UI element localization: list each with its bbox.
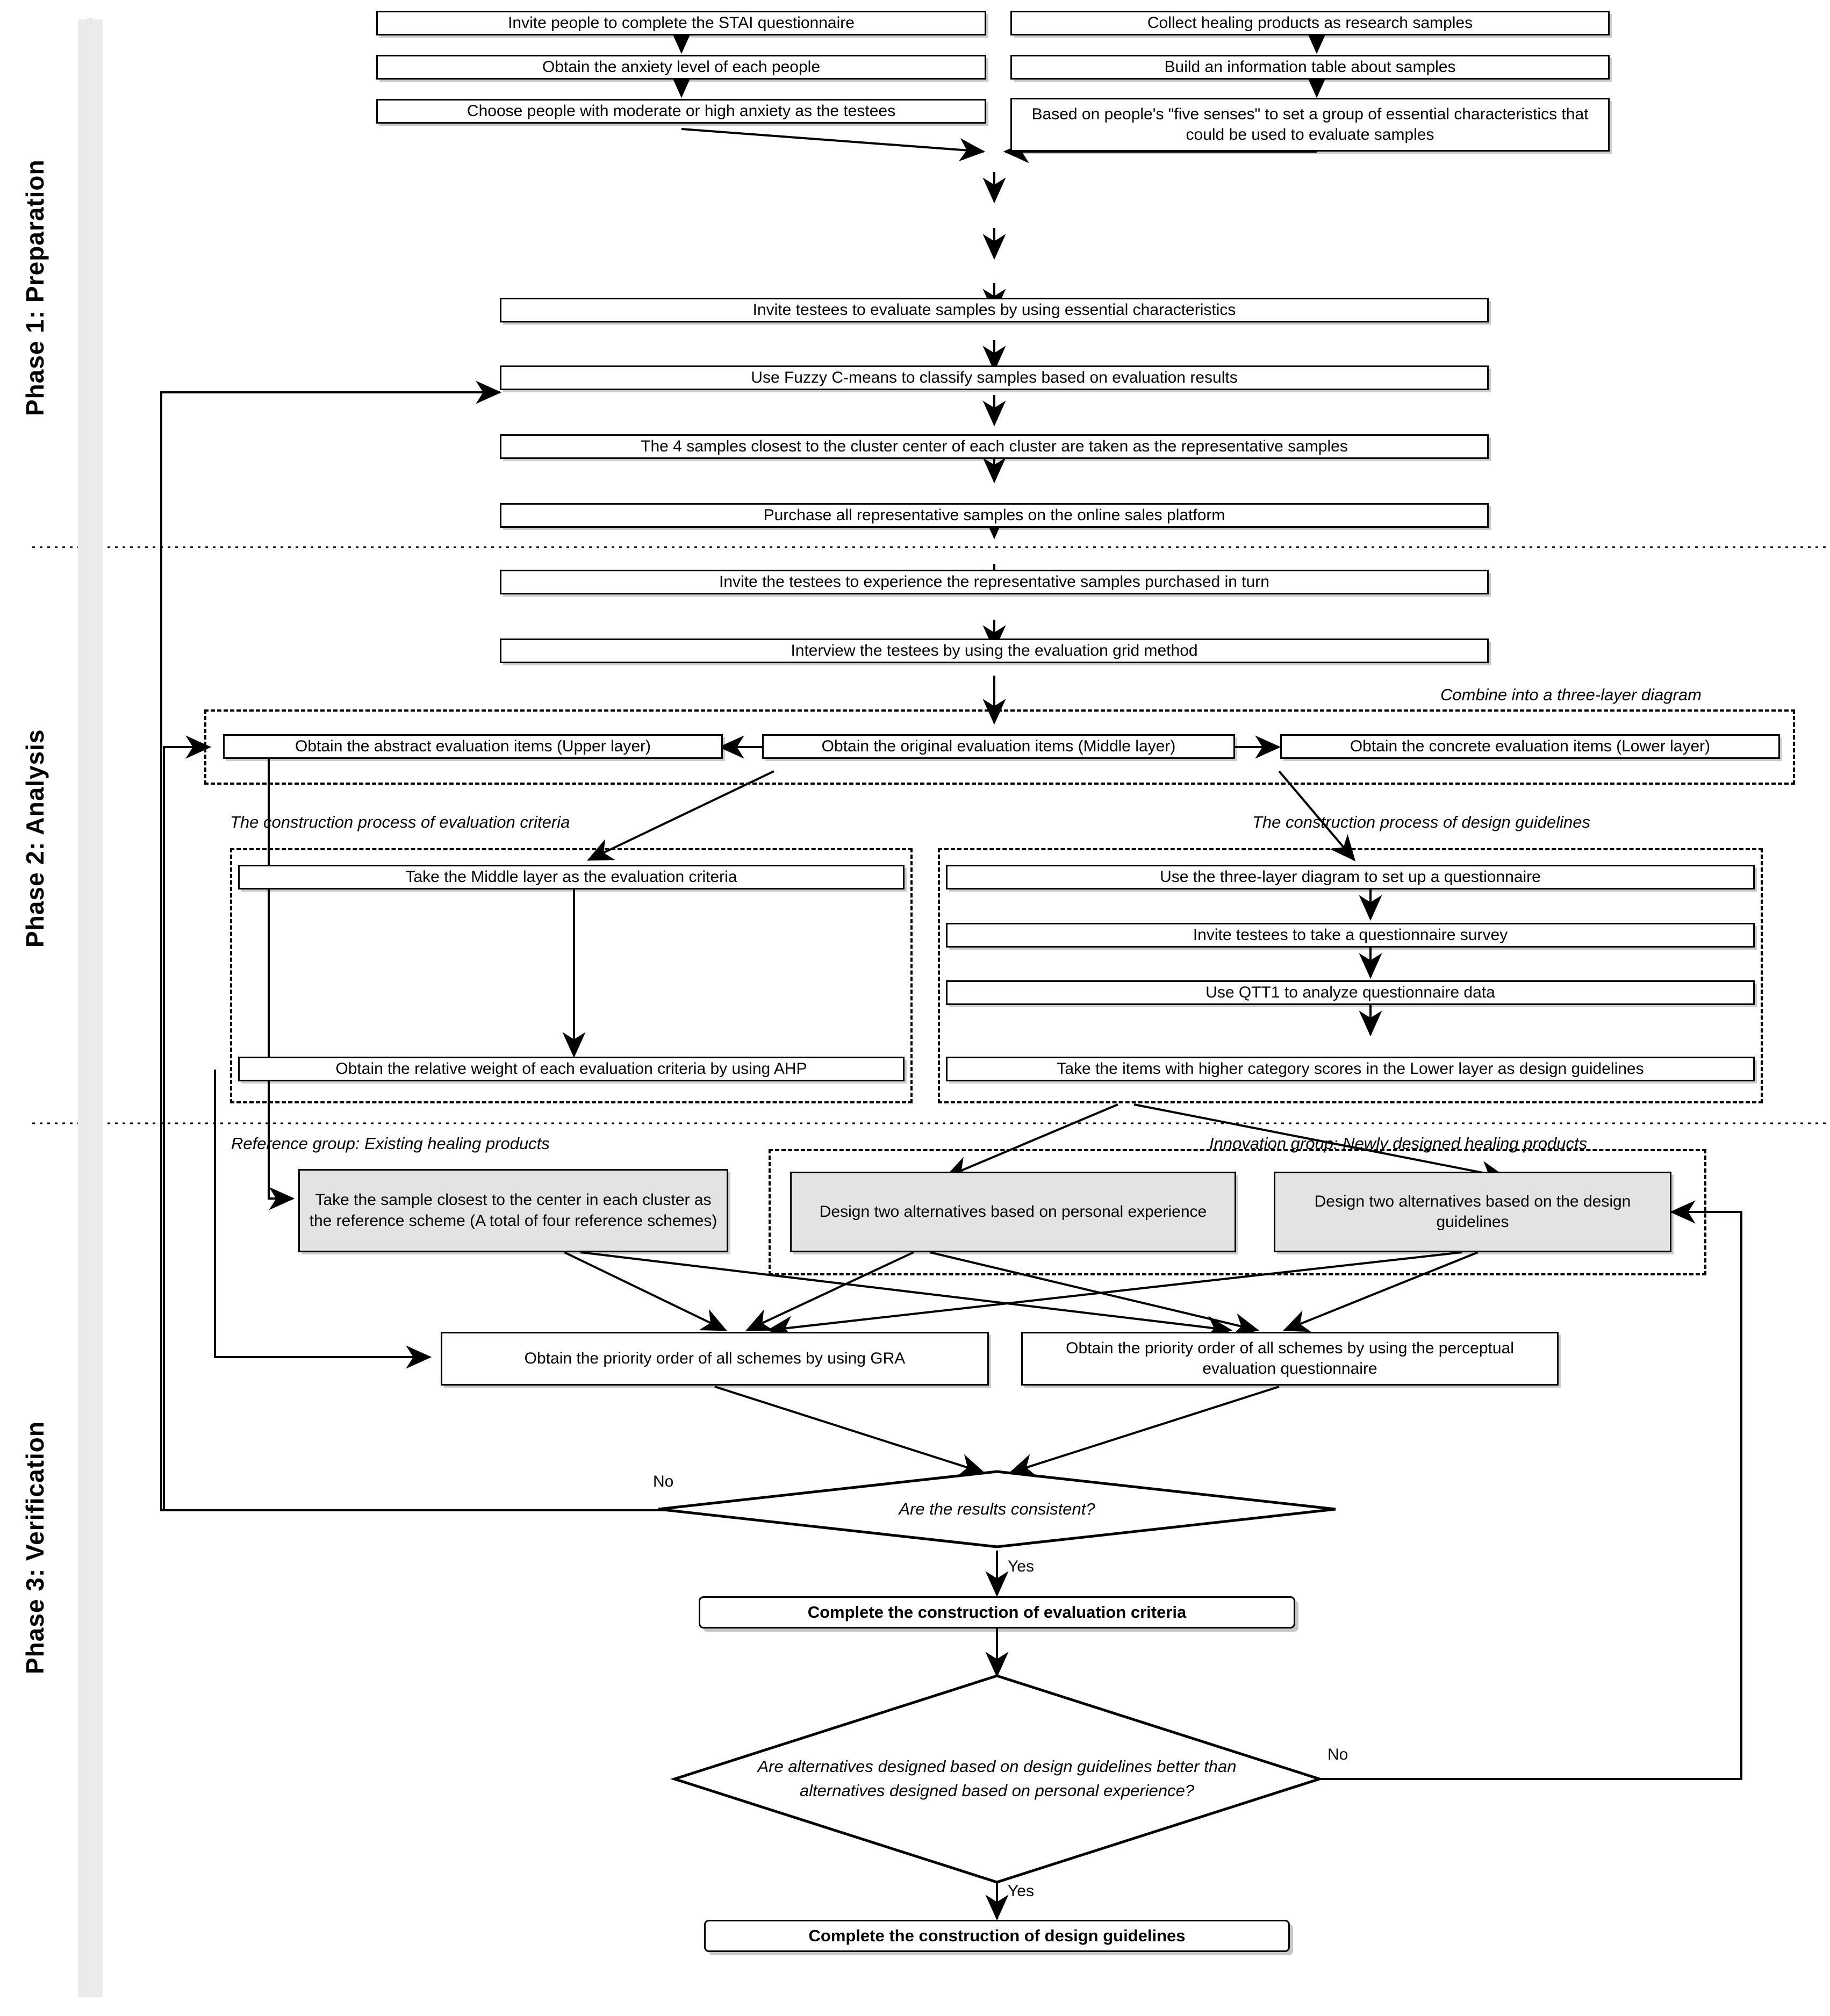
node-invite-evaluate[interactable]: Invite testees to evaluate samples by us… <box>500 298 1489 322</box>
caption-combine-three-layer: Combine into a three-layer diagram <box>1440 685 1702 704</box>
node-experience[interactable]: Invite the testees to experience the rep… <box>500 570 1489 594</box>
group-three-layer-diagram <box>204 709 1795 785</box>
caption-construction-criteria: The construction process of evaluation c… <box>230 813 570 831</box>
node-complete-criteria[interactable]: Complete the construction of evaluation … <box>699 1596 1295 1628</box>
node-reference-scheme[interactable]: Take the sample closest to the center in… <box>298 1169 728 1252</box>
node-take-middle[interactable]: Take the Middle layer as the evaluation … <box>238 865 905 889</box>
node-design-guidelines[interactable]: Take the items with higher category scor… <box>946 1057 1755 1081</box>
decision-results-consistent[interactable]: Are the results consistent? <box>899 1499 1095 1518</box>
node-qtt1[interactable]: Use QTT1 to analyze questionnaire data <box>946 980 1755 1005</box>
edge-label-yes-better: Yes <box>1008 1882 1034 1900</box>
phase-label-analysis: Phase 2: Analysis <box>21 729 49 948</box>
node-fuzzy-cmeans[interactable]: Use Fuzzy C-means to classify samples ba… <box>500 365 1489 390</box>
group-innovation <box>769 1149 1706 1275</box>
node-choose-testees[interactable]: Choose people with moderate or high anxi… <box>376 99 986 124</box>
node-setup-questionnaire[interactable]: Use the three-layer diagram to set up a … <box>946 865 1755 889</box>
node-anxiety-level[interactable]: Obtain the anxiety level of each people <box>376 55 986 80</box>
node-lower-layer[interactable]: Obtain the concrete evaluation items (Lo… <box>1280 734 1780 759</box>
node-alt-guidelines[interactable]: Design two alternatives based on the des… <box>1274 1172 1671 1252</box>
phase-label-preparation: Phase 1: Preparation <box>21 159 49 416</box>
node-complete-guidelines[interactable]: Complete the construction of design guid… <box>704 1920 1290 1952</box>
node-five-senses[interactable]: Based on people's "five senses" to set a… <box>1010 98 1610 152</box>
node-four-samples[interactable]: The 4 samples closest to the cluster cen… <box>500 434 1489 459</box>
group-construction-guidelines <box>938 848 1763 1103</box>
caption-reference-group: Reference group: Existing healing produc… <box>231 1134 550 1153</box>
group-construction-criteria <box>230 848 913 1103</box>
node-invite-stai[interactable]: Invite people to complete the STAI quest… <box>376 11 986 35</box>
node-middle-layer[interactable]: Obtain the original evaluation items (Mi… <box>762 734 1235 759</box>
node-interview[interactable]: Interview the testees by using the evalu… <box>500 638 1489 663</box>
edge-label-yes-consistent: Yes <box>1008 1558 1034 1575</box>
caption-construction-guidelines: The construction process of design guide… <box>1252 813 1590 831</box>
caption-innovation-group: Innovation group: Newly designed healing… <box>1209 1134 1588 1153</box>
node-info-table[interactable]: Build an information table about samples <box>1010 55 1610 80</box>
node-ahp-weight[interactable]: Obtain the relative weight of each evalu… <box>238 1057 905 1081</box>
node-gra[interactable]: Obtain the priority order of all schemes… <box>441 1332 989 1386</box>
node-purchase[interactable]: Purchase all representative samples on t… <box>500 503 1489 528</box>
phase-rail <box>78 19 103 1997</box>
decision-alternatives-better[interactable]: Are alternatives designed based on desig… <box>757 1757 1237 1800</box>
node-collect-products[interactable]: Collect healing products as research sam… <box>1010 11 1610 35</box>
node-alt-personal[interactable]: Design two alternatives based on persona… <box>790 1172 1236 1252</box>
phase-label-verification: Phase 3: Verification <box>21 1421 49 1675</box>
node-perceptual[interactable]: Obtain the priority order of all schemes… <box>1021 1332 1559 1386</box>
node-upper-layer[interactable]: Obtain the abstract evaluation items (Up… <box>223 734 723 759</box>
node-invite-survey[interactable]: Invite testees to take a questionnaire s… <box>946 923 1755 948</box>
edge-label-no-better: No <box>1327 1746 1348 1763</box>
edge-label-no-consistent: No <box>653 1473 674 1490</box>
